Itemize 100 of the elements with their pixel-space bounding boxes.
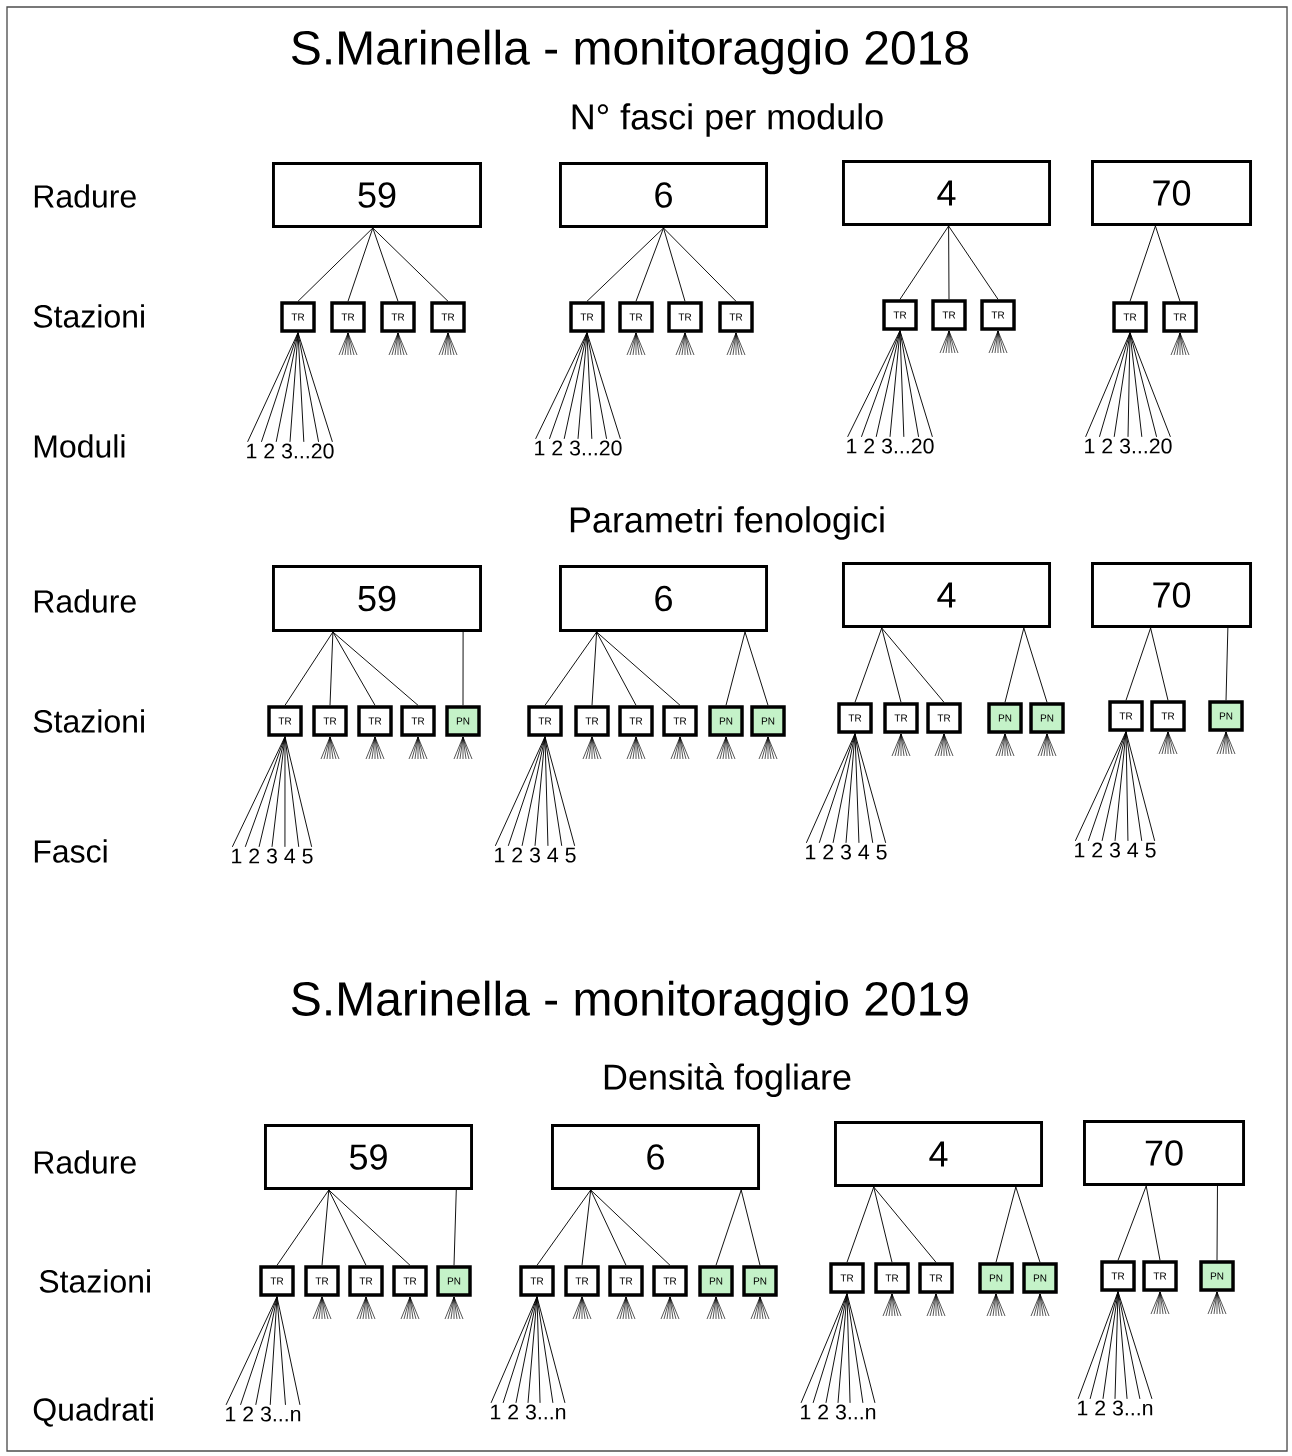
connector-line: [284, 631, 334, 706]
station-group-box: 59: [272, 162, 482, 228]
connector-line: [276, 1189, 330, 1266]
connector-line: [635, 227, 664, 302]
station-box: TR: [569, 301, 605, 333]
station-box: TR: [1162, 301, 1198, 333]
station-box: PN: [445, 705, 481, 737]
connector-line: [596, 631, 637, 706]
connector-line: [1129, 225, 1156, 302]
station-group-box: 59: [272, 565, 482, 632]
connector-line: [328, 1189, 411, 1266]
connector-line: [590, 1189, 627, 1266]
station-box: TR: [348, 1265, 384, 1297]
row-label: Quadrati: [33, 1397, 153, 1427]
station-box: TR: [357, 705, 393, 737]
station-box: PN: [1029, 702, 1065, 734]
station-box: TR: [1112, 301, 1148, 333]
connector-line: [544, 631, 598, 706]
connector-line: [581, 1189, 592, 1266]
station-box: TR: [980, 299, 1016, 331]
station-box: TR: [574, 705, 610, 737]
station-box: TR: [1100, 1260, 1136, 1292]
connector-line: [1150, 627, 1169, 701]
connector-line: [663, 227, 737, 302]
subtitle: N° fasci per modulo: [572, 103, 883, 137]
station-box: PN: [708, 705, 744, 737]
row-label: Stazioni: [33, 304, 144, 328]
fan-lines: [490, 1296, 566, 1404]
connector-line: [297, 227, 374, 302]
station-box: TR: [882, 299, 918, 331]
connector-line: [715, 1189, 742, 1266]
row-label: Moduli: [34, 434, 125, 458]
station-box: TR: [874, 1262, 910, 1294]
station-box: TR: [430, 301, 466, 333]
connector-line: [586, 227, 664, 302]
station-box: TR: [330, 301, 366, 333]
sample-numbers: 1 2 3...n: [491, 1404, 566, 1420]
fan-lines: [247, 332, 333, 443]
connector-line: [854, 627, 883, 703]
connector-line: [596, 631, 681, 706]
fan-lines: [231, 736, 313, 848]
station-group-box: 6: [559, 565, 768, 632]
station-box: TR: [267, 705, 303, 737]
station-box: TR: [312, 705, 348, 737]
station-box: TR: [883, 702, 919, 734]
station-group-box: 4: [842, 562, 1051, 628]
station-group-box: 59: [264, 1124, 473, 1190]
station-box: PN: [1022, 1262, 1058, 1294]
sample-numbers: 1 2 3 4 5: [806, 844, 887, 860]
subtitle: Parametri fenologici: [570, 506, 884, 540]
station-box: TR: [519, 1265, 555, 1297]
sample-numbers: 1 2 3...n: [226, 1406, 301, 1422]
station-box: PN: [742, 1265, 778, 1297]
connector-line: [740, 1189, 761, 1266]
station-box: TR: [527, 705, 563, 737]
station-box: TR: [926, 702, 962, 734]
station-box: TR: [304, 1265, 340, 1297]
fan-lines: [494, 736, 576, 847]
station-box: PN: [436, 1265, 472, 1297]
connector-line: [591, 631, 598, 706]
connector-line: [995, 1186, 1017, 1263]
sample-numbers: 1 2 3 4 5: [495, 847, 576, 863]
connector-line: [328, 1189, 367, 1266]
station-box: TR: [652, 1265, 688, 1297]
connector-line: [1216, 1185, 1218, 1261]
connector-line: [1154, 225, 1181, 302]
station-group-box: 70: [1091, 160, 1252, 226]
connector-line: [1117, 1185, 1147, 1261]
connector-line: [1125, 627, 1152, 701]
connector-line: [590, 1189, 671, 1266]
station-box: TR: [931, 299, 967, 331]
station-box: TR: [1142, 1260, 1178, 1292]
row-label: Stazioni: [33, 709, 144, 733]
station-box: TR: [718, 301, 754, 333]
station-box: TR: [392, 1265, 428, 1297]
station-box: TR: [280, 301, 316, 333]
row-label: Radure: [34, 589, 136, 613]
station-box: PN: [987, 702, 1023, 734]
connector-line: [332, 631, 376, 706]
connector-line: [347, 227, 374, 302]
connector-line: [462, 631, 464, 706]
fan-lines: [805, 733, 887, 844]
station-box: TR: [918, 1262, 954, 1294]
sample-numbers: 1 2 3...n: [1078, 1400, 1153, 1416]
connector-line: [372, 227, 449, 302]
station-box: TR: [608, 1265, 644, 1297]
connector-line: [332, 631, 419, 706]
connector-line: [1225, 627, 1229, 701]
sample-numbers: 1 2 3 4 5: [232, 848, 313, 864]
connector-line: [846, 1186, 875, 1263]
connector-line: [1145, 1185, 1161, 1261]
station-group-box: 6: [559, 162, 768, 228]
station-box: TR: [618, 705, 654, 737]
station-group-box: 4: [842, 160, 1051, 226]
connector-line: [948, 225, 950, 300]
connector-line: [372, 227, 399, 302]
station-box: TR: [618, 301, 654, 333]
station-box: PN: [698, 1265, 734, 1297]
connector-line: [873, 1186, 937, 1263]
connector-line: [536, 1189, 592, 1266]
